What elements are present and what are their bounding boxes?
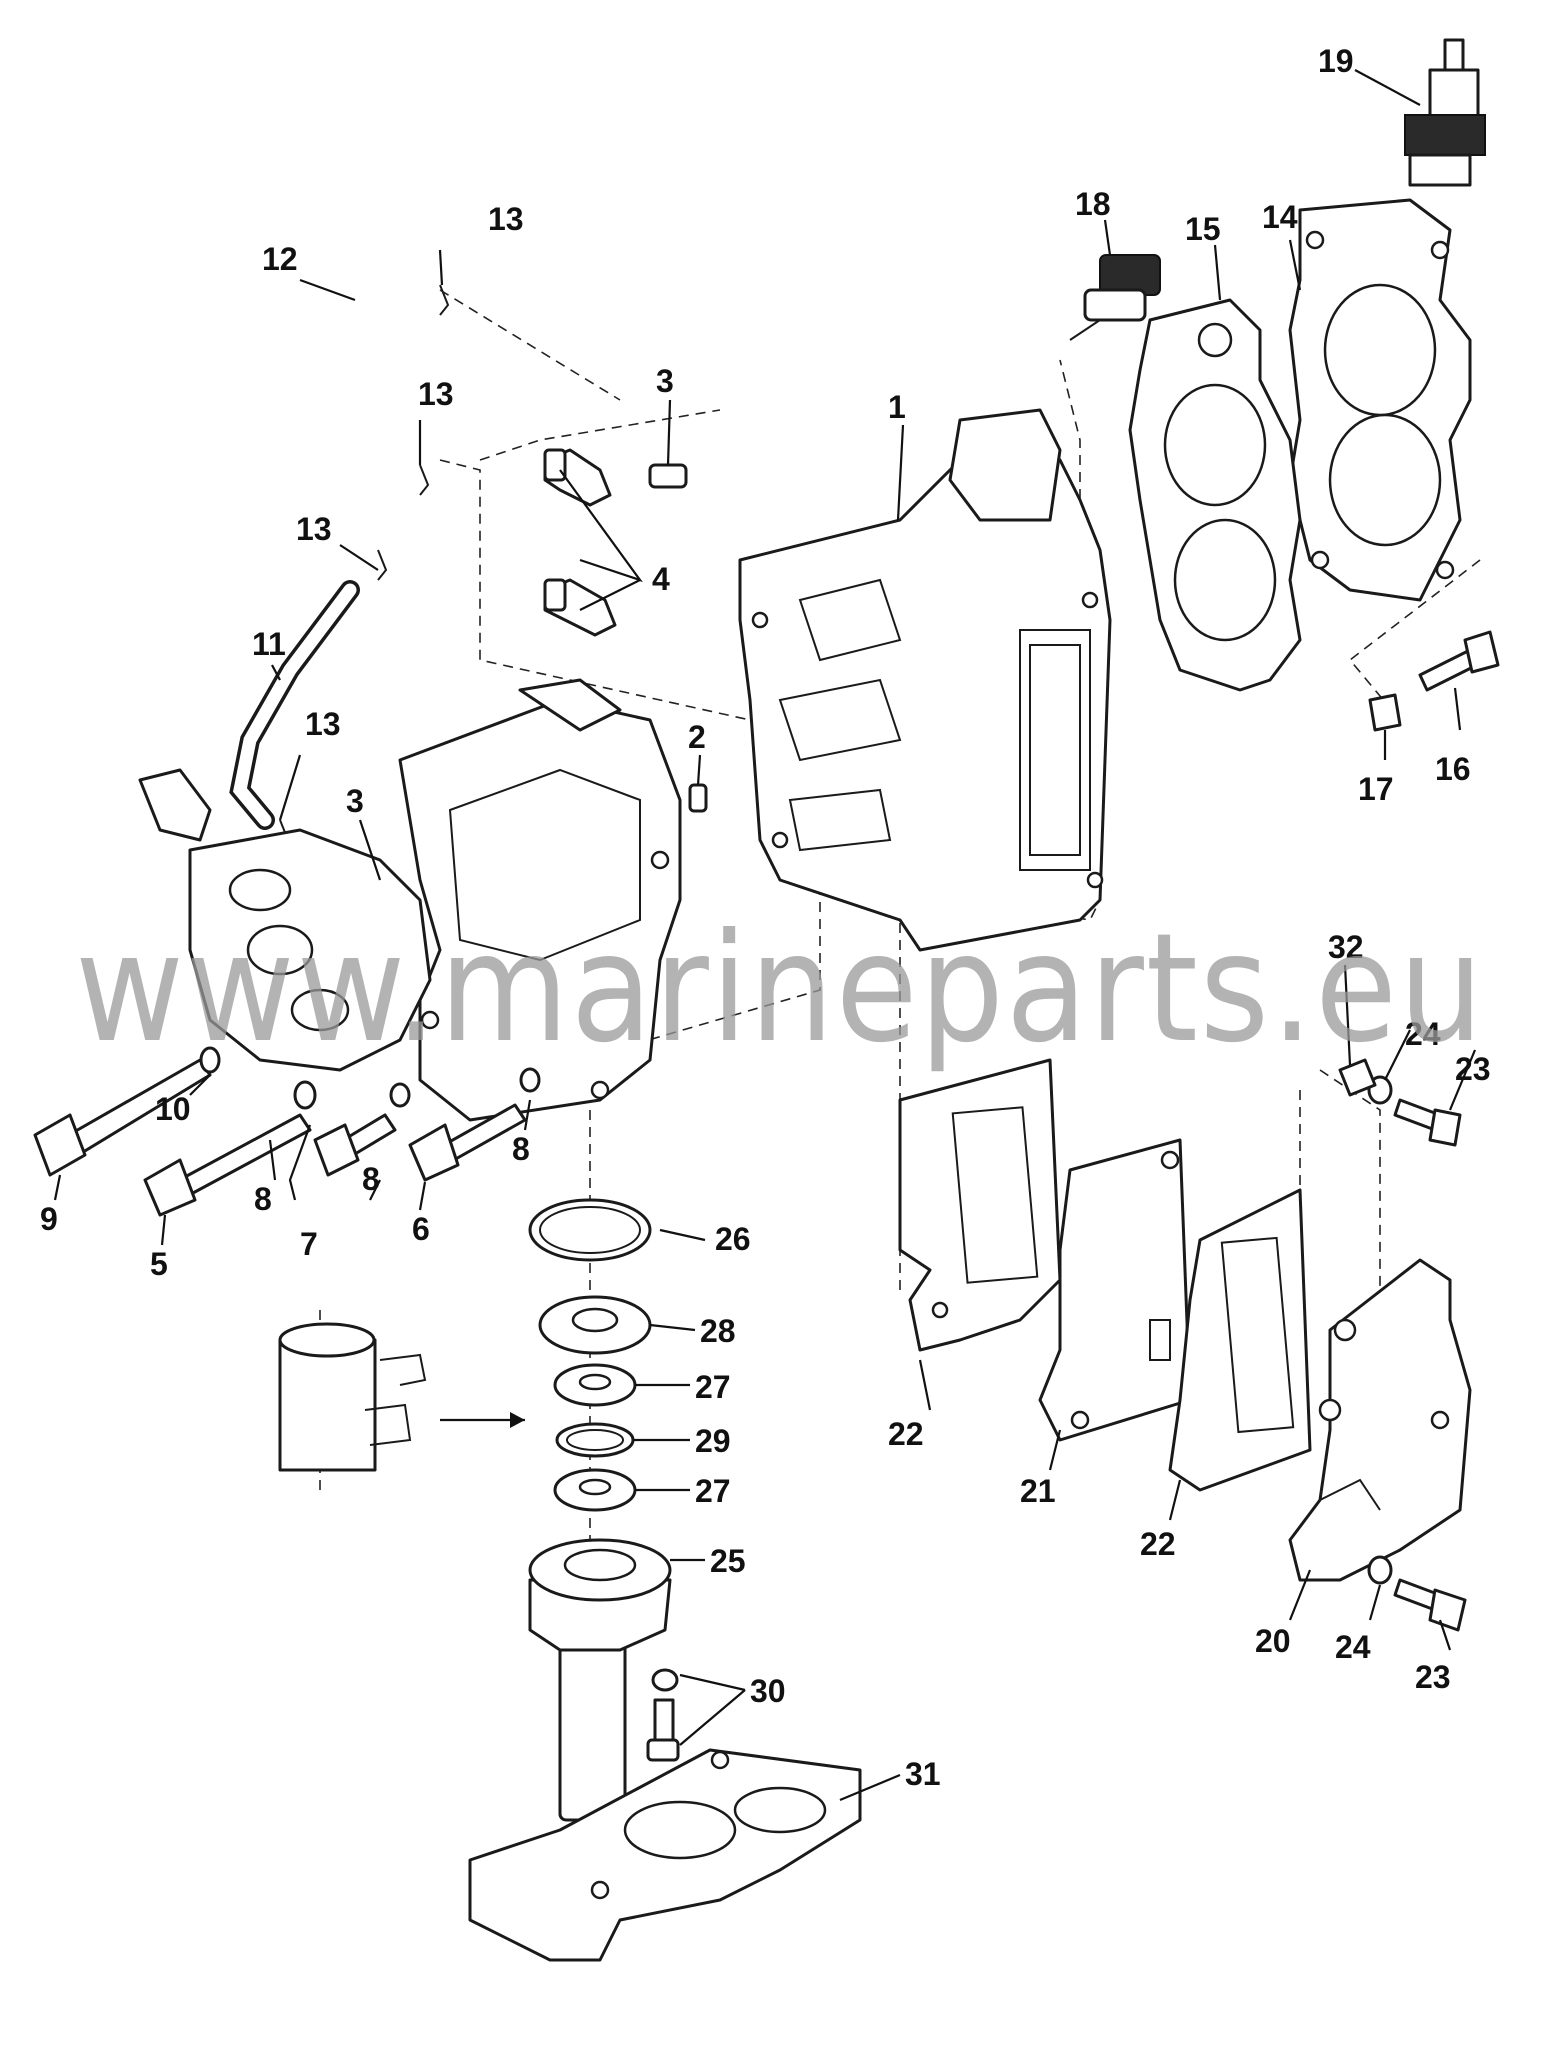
part-seal-housing	[528, 1538, 672, 1822]
callout-22: 22	[888, 1416, 924, 1452]
part-base-gasket	[468, 1748, 862, 1962]
part-elbow-fitting-upper	[543, 448, 612, 507]
callout-6: 6	[412, 1211, 430, 1247]
callout-12: 12	[262, 241, 298, 277]
callout-31: 31	[905, 1756, 941, 1792]
part-gasket-22-left	[898, 1058, 1062, 1352]
callout-29: 29	[695, 1423, 731, 1459]
callout-9: 9	[40, 1201, 58, 1237]
callout-30: 30	[750, 1673, 786, 1709]
callout-4: 4	[652, 561, 670, 597]
part-crankcase	[398, 678, 682, 1122]
part-o-ring	[528, 1198, 652, 1262]
part-cover-21	[1038, 1138, 1192, 1442]
part-gasket-22-right	[1168, 1188, 1312, 1492]
callout-16: 16	[1435, 751, 1471, 787]
callout-13: 13	[305, 706, 341, 742]
callout-19: 19	[1318, 43, 1354, 79]
callout-18: 18	[1075, 186, 1111, 222]
part-elbow-fitting-lower	[543, 578, 617, 637]
part-bolt-medium	[143, 1113, 312, 1217]
part-exhaust-cover-20	[1288, 1258, 1472, 1582]
callout-2: 2	[688, 719, 706, 755]
callout-8: 8	[254, 1181, 272, 1217]
part-seal-28	[538, 1295, 652, 1355]
part-bolt-30	[646, 1668, 680, 1762]
callout-26: 26	[715, 1221, 751, 1257]
part-bolt-23-upper	[1393, 1098, 1462, 1147]
part-bolt-16	[1418, 630, 1500, 692]
part-clip-32	[1338, 1058, 1377, 1097]
callout-3: 3	[346, 783, 364, 819]
part-seal-27-upper	[553, 1363, 637, 1407]
callout-13: 13	[418, 376, 454, 412]
part-carburetor-assembly	[138, 768, 432, 1072]
part-spark-plug	[1404, 38, 1486, 187]
part-washers	[199, 1046, 541, 1110]
part-clip-17	[1368, 693, 1402, 732]
callout-22: 22	[1140, 1526, 1176, 1562]
part-hose-upper	[348, 263, 432, 502]
callout-labels: 1 2 3 3 4 5 6 7 8 8 8 9 10 11 12 13 13 1…	[40, 43, 1491, 1792]
callout-8: 8	[362, 1161, 380, 1197]
part-head-gasket	[1128, 298, 1302, 692]
watermark-text: www.marineparts.eu	[75, 902, 1485, 1076]
part-hose-lower	[229, 580, 360, 830]
callout-20: 20	[1255, 1623, 1291, 1659]
callout-28: 28	[700, 1313, 736, 1349]
callout-23: 23	[1415, 1659, 1451, 1695]
callout-27: 27	[695, 1473, 731, 1509]
part-fitting-upper	[648, 463, 688, 489]
callout-32: 32	[1328, 929, 1364, 965]
part-washer-24-lower	[1367, 1555, 1393, 1585]
callout-13: 13	[488, 201, 524, 237]
callout-13: 13	[296, 511, 332, 547]
callout-8: 8	[512, 1131, 530, 1167]
callout-24: 24	[1335, 1629, 1371, 1665]
callout-3: 3	[656, 363, 674, 399]
callout-7: 7	[300, 1226, 318, 1262]
part-dowel-pin	[688, 783, 708, 813]
callout-23: 23	[1455, 1051, 1491, 1087]
part-o-ring-29	[555, 1422, 635, 1458]
callout-17: 17	[1358, 771, 1394, 807]
callout-1: 1	[888, 389, 906, 425]
leader-lines	[53, 69, 1477, 1802]
part-bolt-short	[313, 1113, 397, 1177]
callout-14: 14	[1262, 199, 1298, 235]
part-seal-27-lower	[553, 1468, 637, 1512]
callout-11: 11	[252, 626, 286, 662]
callout-25: 25	[710, 1543, 746, 1579]
part-cylinder-head	[1288, 198, 1472, 602]
part-bolt-medium-2	[408, 1103, 527, 1182]
callout-24: 24	[1405, 1016, 1441, 1052]
part-bolt-23-lower	[1393, 1578, 1467, 1632]
callout-10: 10	[155, 1091, 191, 1127]
part-temperature-sensor	[1069, 254, 1161, 341]
part-cylinder-block	[738, 408, 1112, 952]
callout-27: 27	[695, 1369, 731, 1405]
callout-15: 15	[1185, 211, 1221, 247]
callout-5: 5	[150, 1246, 168, 1282]
part-detail-inset	[278, 1322, 525, 1472]
callout-21: 21	[1020, 1473, 1056, 1509]
